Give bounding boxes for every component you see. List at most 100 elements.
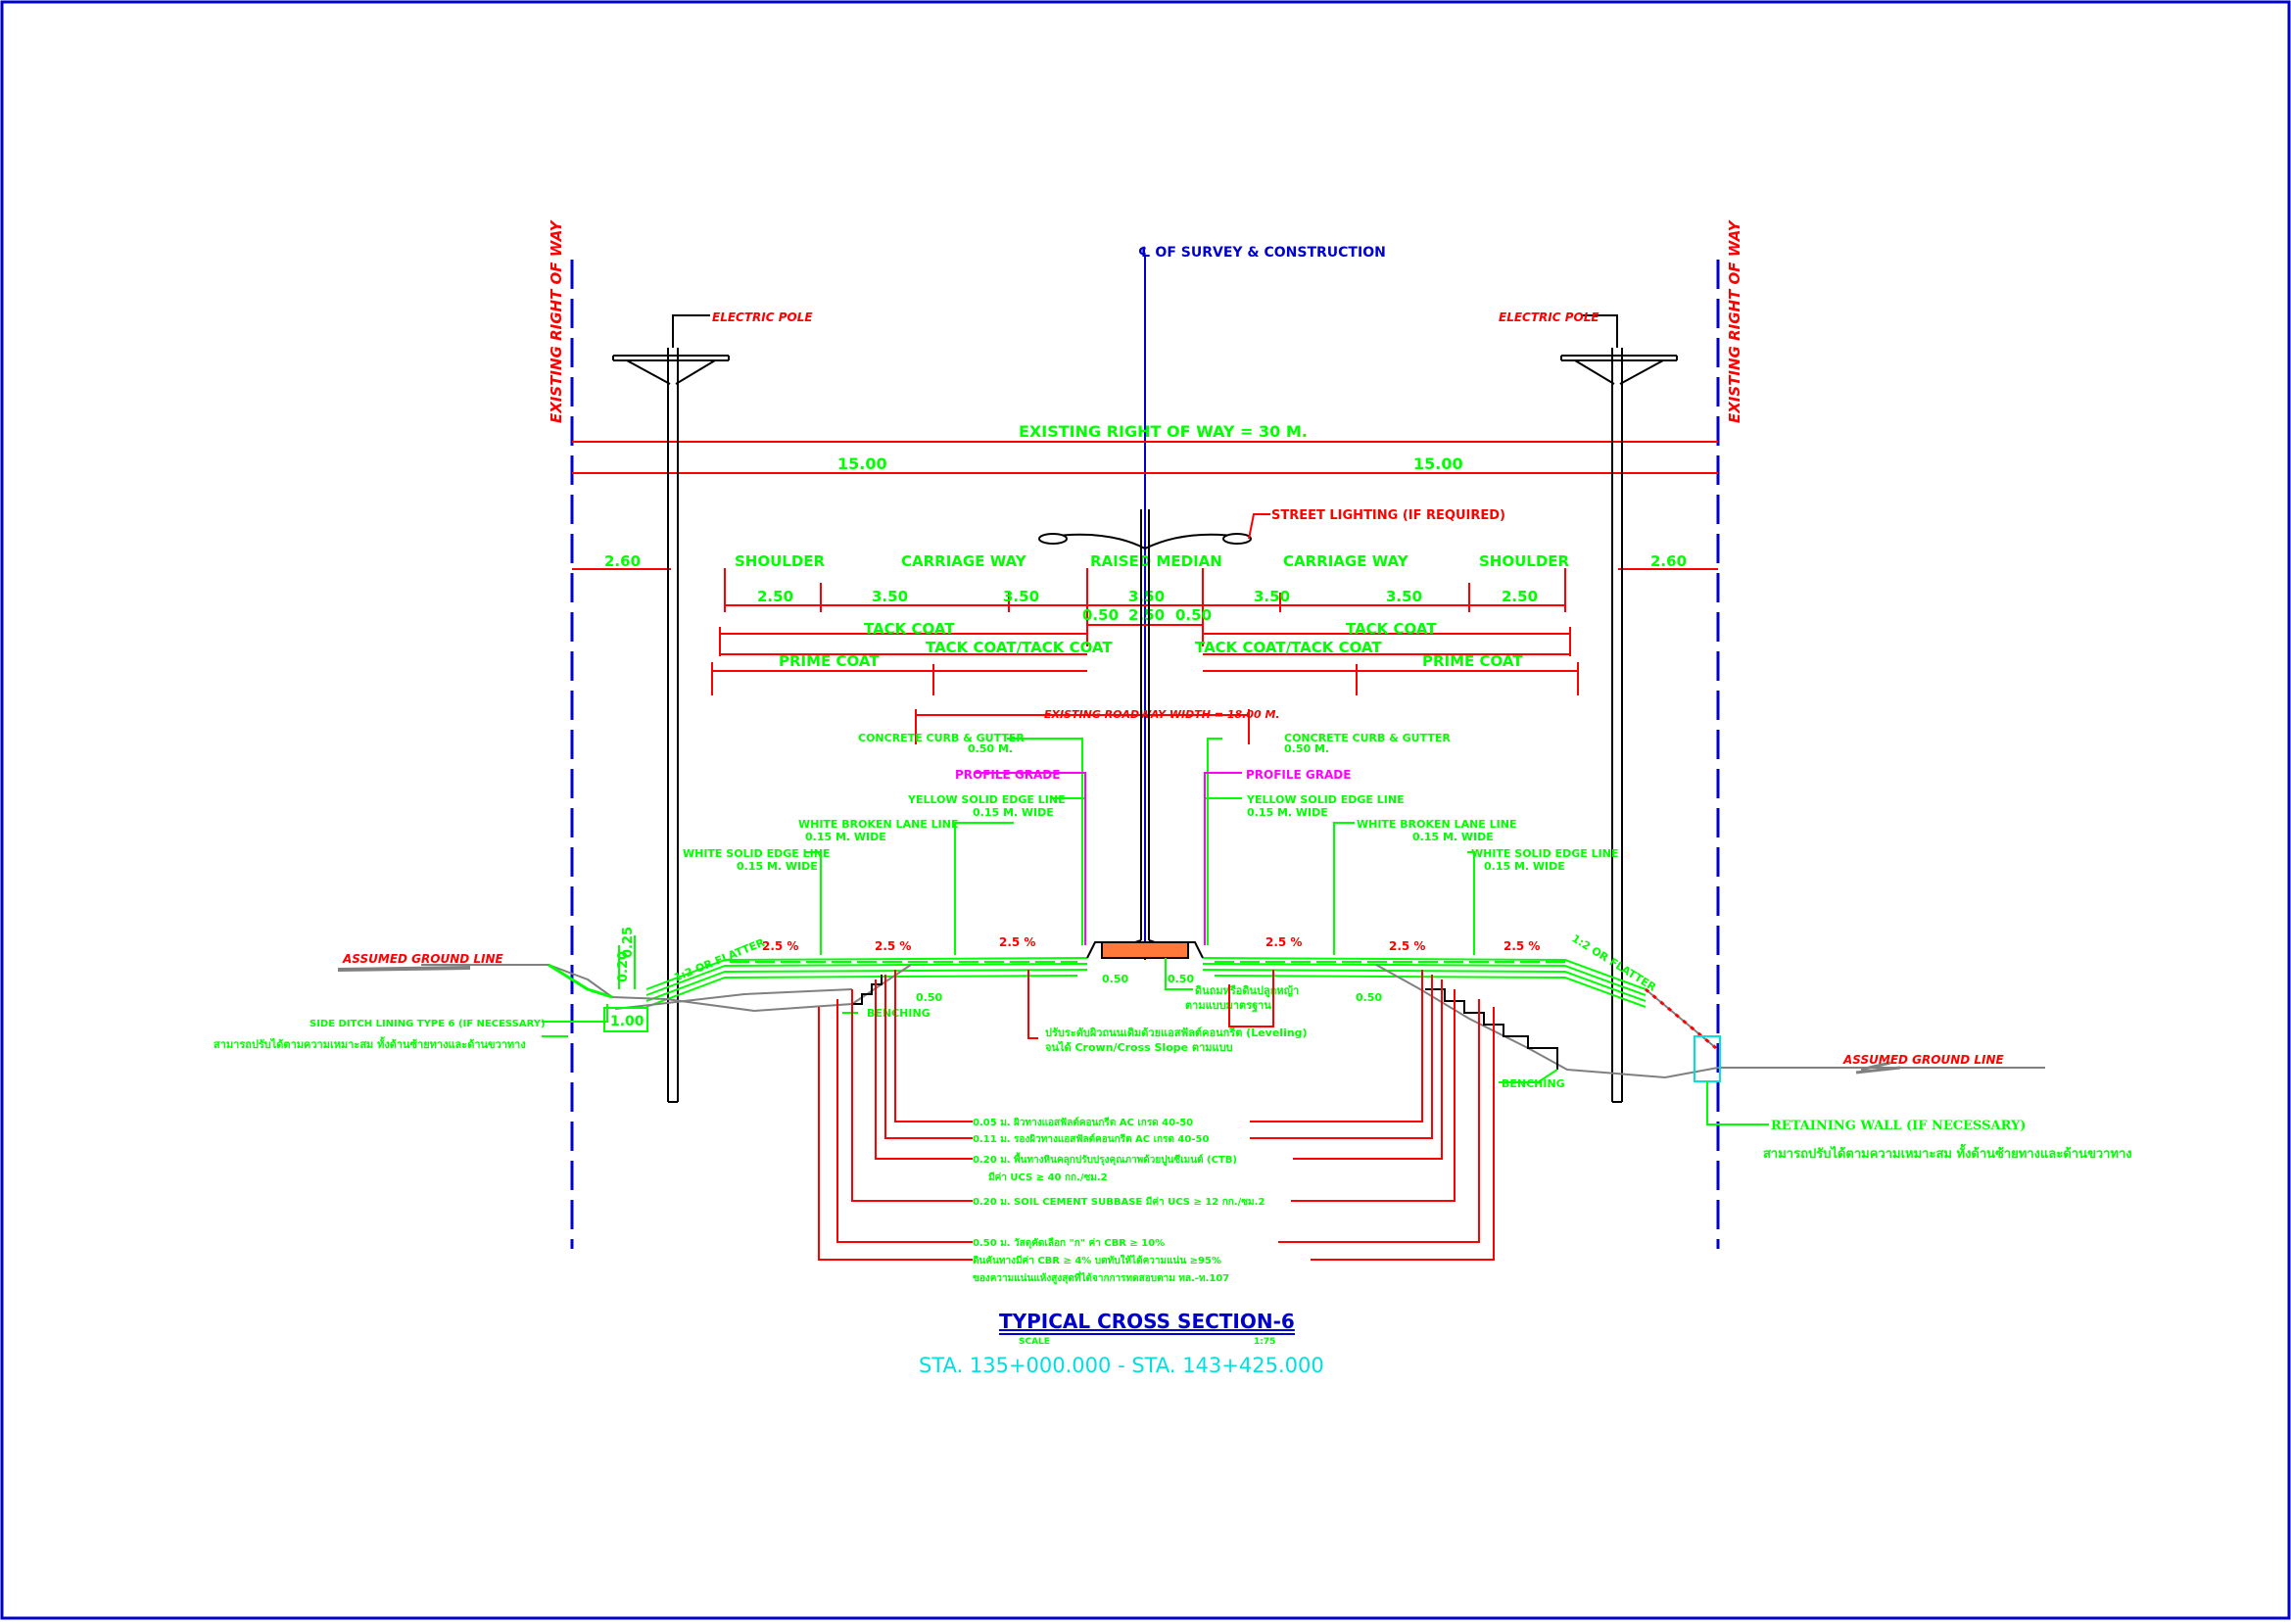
leveling-line2: จนได้ Crown/Cross Slope ตามแบบ <box>1045 1040 1233 1054</box>
curb-left-width-label: 0.50 M. <box>968 742 1013 755</box>
curb-right-width-label: 0.50 M. <box>1284 742 1329 755</box>
yellow-right-label: YELLOW SOLID EDGE LINE <box>1246 793 1405 806</box>
width-shoulder-right: 2.50 <box>1502 588 1538 605</box>
broken-left-label: WHITE BROKEN LANE LINE <box>798 818 958 831</box>
ground-left-label: ASSUMED GROUND LINE <box>342 952 504 966</box>
ground-right-label: ASSUMED GROUND LINE <box>1842 1053 2005 1067</box>
small-dim-3: 0.50 <box>1168 973 1194 985</box>
electric-pole-left <box>612 314 730 1103</box>
pavement-layers <box>645 957 1647 1008</box>
benching-left-steps <box>852 975 883 1005</box>
median-curbs <box>1086 941 1204 959</box>
ditch-note: SIDE DITCH LINING TYPE 6 (IF NECESSARY) <box>310 1019 546 1029</box>
curb-right-width: 0.50 <box>1175 606 1212 624</box>
ditch-bottom-width: 1.00 <box>610 1014 644 1029</box>
layer-leaders <box>818 970 1495 1261</box>
yellow-right-width: 0.15 M. WIDE <box>1247 806 1328 819</box>
slope-3: 2.5 % <box>999 935 1035 949</box>
layer-2: 0.11 ม. รองผิวทางแอสฟัลต์คอนกรีต AC เกรด… <box>973 1133 1209 1145</box>
solid-left-label: WHITE SOLID EDGE LINE <box>683 847 830 860</box>
shoulder-right-label: SHOULDER <box>1479 552 1570 570</box>
retaining-thai: สามารถปรับได้ตามความเหมาะสม ทั้งด้านซ้าย… <box>1763 1143 2132 1162</box>
scale-label: SCALE <box>1019 1337 1050 1347</box>
small-dim-2: 0.50 <box>1102 973 1128 985</box>
ditch-depth: 0.25 <box>621 927 636 958</box>
layer-notes: 0.05 ม. ผิวทางแอสฟัลต์คอนกรีต AC เกรด 40… <box>973 1117 1265 1285</box>
width-lane2-left: 3.50 <box>1003 588 1039 605</box>
width-shoulder-left: 2.50 <box>757 588 793 605</box>
profile-grade-right-leader <box>1204 772 1242 945</box>
median-fill-leader <box>1165 958 1193 990</box>
solid-left-width: 0.15 M. WIDE <box>737 860 818 873</box>
leveling-leader-left <box>1027 970 1038 1039</box>
width-lane1-right: 3.50 <box>1386 588 1422 605</box>
pole-left-offset: 2.60 <box>604 552 641 570</box>
scale-value: 1:75 <box>1254 1337 1275 1347</box>
pole-right-offset: 2.60 <box>1650 552 1687 570</box>
shoulder-left-label: SHOULDER <box>735 552 826 570</box>
width-lane2-right: 3.50 <box>1254 588 1290 605</box>
slope-4: 2.5 % <box>1265 935 1302 949</box>
profile-grade-left: PROFILE GRADE <box>955 768 1060 782</box>
layer-4: มีค่า UCS ≥ 40 กก./ซม.2 <box>988 1171 1108 1183</box>
layer-6: 0.50 ม. วัสดุคัดเลือก "ก" ค่า CBR ≥ 10% <box>973 1237 1165 1249</box>
median-label: RAISED MEDIAN <box>1090 552 1222 570</box>
row-half-left: 15.00 <box>837 454 887 473</box>
yellow-left-label: YELLOW SOLID EDGE LINE <box>907 793 1066 806</box>
lighting-label: STREET LIGHTING (IF REQUIRED) <box>1271 508 1505 523</box>
tack2-coat-left: TACK COAT/TACK COAT <box>926 639 1113 656</box>
marking-leaders <box>542 738 1558 1083</box>
layer-3: 0.20 ม. พื้นทางหินคลุกปรับปรุงคุณภาพด้วย… <box>973 1152 1237 1167</box>
width-median: 3.50 <box>1128 588 1165 605</box>
profile-grade-left-leader <box>974 772 1086 945</box>
right-of-way-lines <box>570 260 1720 1249</box>
curb-right-label: CONCRETE CURB & GUTTER <box>1284 732 1451 744</box>
title-main: TYPICAL CROSS SECTION-6 <box>999 1310 1295 1333</box>
slope-5: 2.5 % <box>1389 939 1425 953</box>
side-ditch <box>548 963 613 999</box>
layer-5: 0.20 ม. SOIL CEMENT SUBBASE มีค่า UCS ≥ … <box>973 1196 1265 1208</box>
carriage-right-label: CARRIAGE WAY <box>1283 552 1409 570</box>
embankment <box>587 964 1719 1079</box>
row-total-label: EXISTING RIGHT OF WAY = 30 M. <box>1019 422 1308 441</box>
carriage-left-label: CARRIAGE WAY <box>901 552 1027 570</box>
row-left-label: EXISTING RIGHT OF WAY <box>548 218 565 423</box>
curb-left-width: 0.50 <box>1082 606 1119 624</box>
tack-coat-left: TACK COAT <box>864 620 955 638</box>
solid-right-width: 0.15 M. WIDE <box>1484 860 1565 873</box>
layer-8: ของความแน่นแห้งสูงสุดที่ได้จากการทดสอบตา… <box>973 1270 1229 1285</box>
prime-coat-left: PRIME COAT <box>779 652 880 670</box>
benching-right-label: BENCHING <box>1502 1077 1565 1090</box>
layer-1: 0.05 ม. ผิวทางแอสฟัลต์คอนกรีต AC เกรด 40… <box>973 1117 1193 1128</box>
broken-right-width: 0.15 M. WIDE <box>1412 831 1494 843</box>
centerline-label: ℄ OF SURVEY & CONSTRUCTION <box>1138 245 1386 261</box>
ditch-thai-note: สามารถปรับได้ตามความเหมาะสม ทั้งด้านซ้าย… <box>214 1036 526 1051</box>
lamp-left-icon <box>1038 533 1068 545</box>
pole-right-label: ELECTRIC POLE <box>1499 310 1599 324</box>
pole-left-label: ELECTRIC POLE <box>712 310 813 324</box>
median-fill-block <box>1101 941 1189 959</box>
tack-coat-right: TACK COAT <box>1346 620 1437 638</box>
dimension-lines <box>572 441 1718 744</box>
broken-right-label: WHITE BROKEN LANE LINE <box>1357 818 1516 831</box>
slope-2: 2.5 % <box>875 939 911 953</box>
tack2-coat-right: TACK COAT/TACK COAT <box>1195 639 1382 656</box>
ground-line <box>337 964 2045 1075</box>
median-fill-line1: ดินถมหรือดินปลูกหญ้า <box>1195 984 1299 998</box>
solid-right-label: WHITE SOLID EDGE LINE <box>1471 847 1618 860</box>
station-range: STA. 135+000.000 - STA. 143+425.000 <box>919 1354 1324 1377</box>
layer-7: ดินคันทางมีค่า CBR ≥ 4% บดทับให้ได้ความแ… <box>973 1254 1221 1266</box>
benching-right-steps <box>1425 988 1558 1070</box>
ditch-height: 0.20 <box>616 951 631 982</box>
lighting-leader <box>1248 513 1270 540</box>
width-lane1-left: 3.50 <box>872 588 908 605</box>
lamp-right-icon <box>1222 533 1252 545</box>
electric-pole-right <box>1560 314 1678 1103</box>
curb-left-label: CONCRETE CURB & GUTTER <box>858 732 1025 744</box>
profile-grade-right: PROFILE GRADE <box>1246 768 1351 782</box>
leveling-line1: ปรับระดับผิวถนนเดิมด้วยแอสฟัลต์คอนกรีต (… <box>1045 1027 1308 1039</box>
slope-6: 2.5 % <box>1503 939 1540 953</box>
